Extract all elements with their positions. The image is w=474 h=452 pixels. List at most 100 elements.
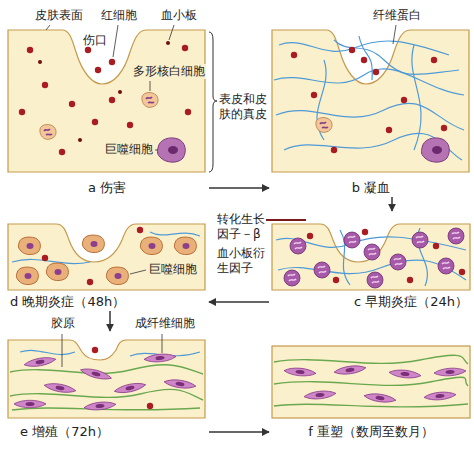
stage-caption: c 早期炎症（24h） — [350, 294, 472, 310]
injury-panel-part — [85, 47, 91, 53]
proliferation-panel-part — [144, 353, 177, 363]
injury-panel-part — [38, 60, 42, 64]
early-inflammation-panel-part — [433, 243, 439, 249]
early-inflammation-panel-part — [407, 277, 413, 283]
remodeling-panel-part-part — [274, 377, 468, 386]
proliferation-panel-part-part — [20, 350, 75, 354]
proliferation-panel-part — [92, 347, 98, 353]
clotting-panel-part — [386, 127, 392, 133]
early-inflammation-panel-part — [344, 232, 360, 248]
remodeling-panel-part-part — [274, 355, 468, 364]
clotting-panel-part — [316, 118, 332, 133]
proliferation-panel-part — [114, 381, 147, 395]
early-inflammation-panel-part — [272, 224, 470, 290]
injury-panel-part — [92, 119, 98, 125]
stage-caption: e 增殖（72h） — [6, 424, 113, 440]
early-inflammation-panel-part — [448, 228, 464, 244]
clotting-panel — [272, 25, 469, 172]
early-inflammation-panel-part — [333, 277, 339, 283]
stage-arrow — [391, 197, 393, 211]
early-inflammation-panel-part — [412, 232, 428, 248]
remodeling-panel-part — [434, 367, 466, 377]
callout-label: 表皮和皮肤的真皮 — [218, 92, 272, 122]
proliferation-panel-part — [8, 340, 205, 418]
callout-label: 成纤维细胞 — [134, 316, 196, 331]
early-inflammation-panel-part — [314, 262, 330, 278]
callout-label: 血小板衍生因子 — [216, 246, 270, 276]
injury-panel-part — [46, 25, 174, 150]
stage-caption: b 凝血 — [348, 180, 394, 196]
callout-label: 红细胞 — [100, 8, 138, 23]
proliferation-panel-part-part — [162, 334, 163, 353]
proliferation-panel-part — [62, 334, 162, 367]
callout-label: 转化生长因子－β — [216, 212, 270, 242]
proliferation-panel — [8, 334, 205, 418]
stage-panel: d 晚期炎症（48h） — [6, 212, 208, 310]
clotting-panel-part — [349, 47, 355, 53]
injury-panel-part-part — [150, 81, 151, 91]
injury-panel-part — [42, 82, 48, 88]
late-inflammation-panel — [8, 224, 205, 290]
late-inflammation-panel-part — [140, 237, 162, 254]
stage-arrow — [209, 187, 269, 189]
late-inflammation-panel-part-part — [150, 232, 200, 236]
callout-label: 血小板 — [160, 8, 198, 23]
clotting-panel-part — [361, 57, 367, 63]
late-inflammation-panel-part — [87, 279, 93, 285]
clotting-panel-part — [373, 69, 379, 75]
callout-label: 巨噬细胞 — [148, 262, 198, 277]
remodeling-panel-part — [272, 346, 470, 418]
stage-arrow — [209, 301, 269, 303]
remodeling-panel-part — [274, 355, 468, 407]
injury-panel-part — [27, 47, 33, 53]
late-inflammation-panel-part — [174, 237, 196, 254]
injury-panel-part — [127, 122, 133, 128]
early-inflammation-panel-part — [290, 238, 306, 254]
clotting-panel-part — [331, 147, 337, 153]
injury-panel-part — [109, 97, 115, 103]
stage-panel: a 伤害 — [6, 4, 208, 196]
callout-label: 巨噬细胞 — [104, 142, 154, 157]
remodeling-panel — [272, 346, 470, 418]
injury-panel-part — [69, 101, 75, 107]
injury-panel-part — [78, 138, 82, 142]
late-inflammation-panel-part — [12, 232, 200, 264]
early-inflammation-panel-part — [307, 233, 313, 239]
stage-panel: c 早期炎症（24h） — [270, 212, 472, 310]
injury-panel-part-part — [155, 150, 158, 151]
callout-label: 胶原 — [50, 316, 76, 331]
clotting-panel-part — [401, 97, 407, 103]
injury-panel-part — [185, 109, 191, 115]
remodeling-panel-part — [424, 391, 457, 401]
early-inflammation-panel-part — [362, 229, 368, 235]
late-inflammation-panel-part — [106, 267, 128, 284]
injury-panel-part — [118, 90, 122, 94]
remodeling-panel-part — [389, 369, 422, 380]
clotting-panel-part — [291, 52, 297, 58]
clotting-panel-part — [311, 92, 317, 98]
clotting-panel-part-part — [412, 45, 421, 150]
stage-arrow — [209, 431, 269, 433]
early-inflammation-panel-part — [364, 244, 380, 260]
late-inflammation-panel-part — [46, 263, 68, 280]
proliferation-panel-part-part — [62, 334, 63, 367]
clotting-panel-part-part — [359, 36, 372, 80]
clotting-panel-part-part — [274, 69, 464, 95]
clotting-panel-part-part — [334, 40, 459, 74]
clotting-panel-part — [431, 57, 437, 63]
early-inflammation-panel-part — [284, 270, 300, 286]
late-inflammation-panel-part — [16, 267, 38, 284]
clotting-panel-part-part — [276, 103, 464, 130]
early-inflammation-panel-part — [390, 254, 406, 270]
early-inflammation-panel-part — [367, 272, 383, 288]
stage-panel: e 增殖（72h） — [6, 332, 208, 440]
stage-panel: f 重塑（数周至数月） — [270, 332, 472, 440]
clotting-panel-part — [393, 25, 396, 44]
injury-panel-part-part — [113, 25, 118, 57]
remodeling-panel-part-part — [274, 404, 468, 407]
late-inflammation-panel-part — [137, 227, 143, 233]
early-inflammation-panel-part — [438, 258, 454, 274]
late-inflammation-panel-part — [130, 270, 146, 274]
proliferation-panel-part — [84, 401, 117, 412]
